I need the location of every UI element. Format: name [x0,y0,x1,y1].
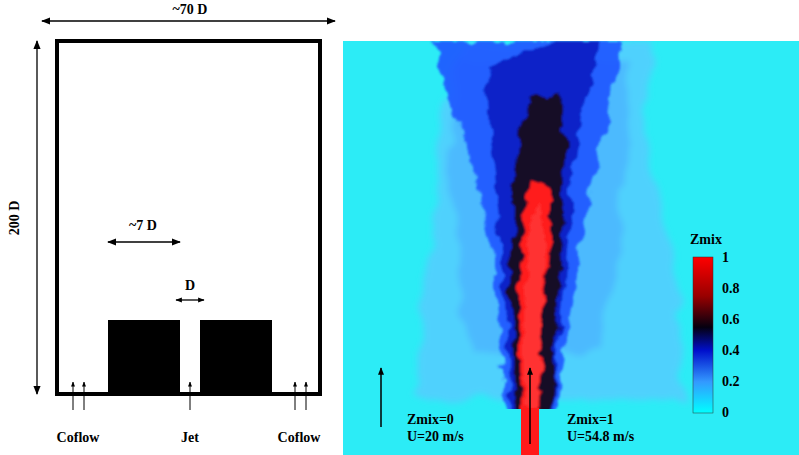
colorbar-tick: 0.8 [722,281,740,297]
coflow-arrow [84,382,85,410]
boundary-condition-label: Zmix=1 [567,412,614,428]
width-dimension-arrow [42,20,335,21]
field-background [343,41,799,455]
deep-blue-plume [485,41,600,409]
colorbar-tick: 0 [722,405,729,421]
nozzle-wall-block [200,320,272,394]
colorbar-tick: 1 [722,250,729,266]
colorbar-title: Zmix [690,232,722,248]
boundary-condition-label: U=20 m/s [407,429,464,445]
colorbar [693,257,713,413]
coflow-arrow [73,382,74,410]
boundary-condition-label: Zmix=0 [407,412,454,428]
dark-plume [511,95,566,409]
blue-plume [432,41,622,409]
inlet-label: Coflow [57,430,100,446]
boundary-condition-label: U=54.8 m/s [567,429,634,445]
domain-outline [57,41,320,394]
dimension-label: D [185,278,195,294]
dimension-label: ~7 D [129,218,157,234]
inlet-label: Jet [181,430,199,446]
coflow-velocity-arrow [380,368,382,427]
plume-group [415,41,688,409]
dimension-label: ~70 D [173,2,208,18]
height-dimension-arrow [36,41,37,394]
colorbar-tick: 0.6 [722,312,740,328]
dimension-label: 200 D [7,201,23,236]
block-width-arrow [108,241,180,242]
coflow-arrow [295,382,296,410]
colorbar-tick: 0.2 [722,374,740,390]
jet-arrow [190,382,191,410]
jet-diameter-arrow [176,299,204,300]
nozzle-wall-block [108,320,180,394]
jet-velocity-arrow [529,368,531,444]
coflow-arrow [306,382,307,410]
colorbar-tick: 0.4 [722,343,740,359]
plume-core [432,41,622,409]
red-core [519,180,549,409]
inlet-label: Coflow [278,430,321,446]
red-core-inner [524,200,545,405]
